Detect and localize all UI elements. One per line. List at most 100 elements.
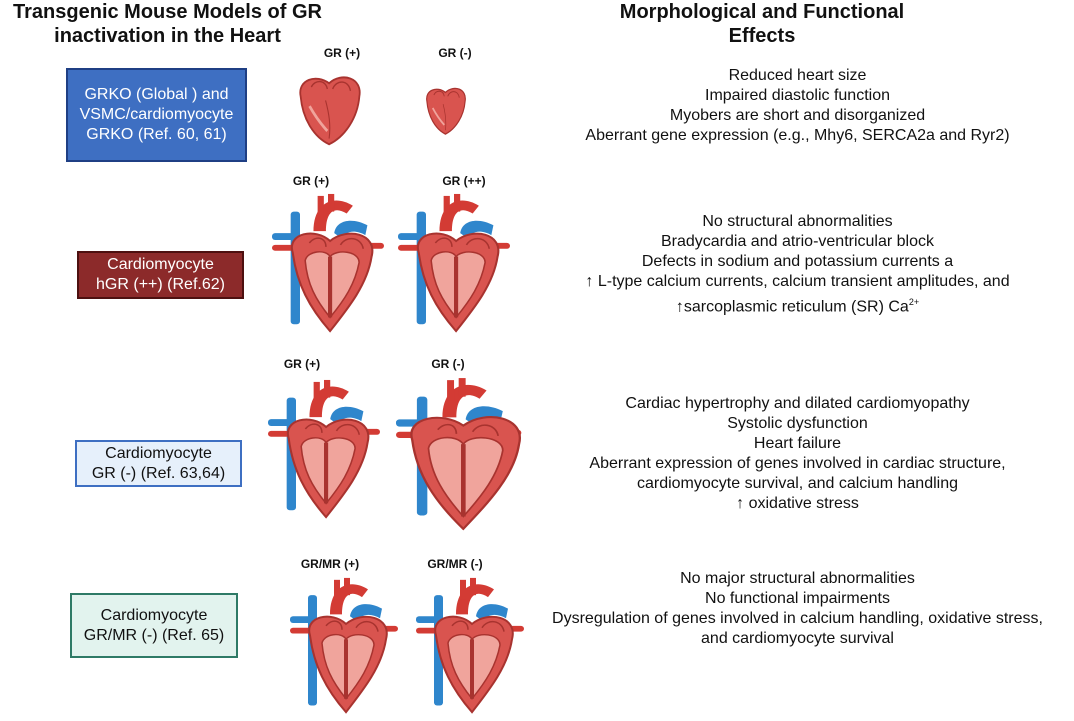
- highlight: [431, 107, 445, 126]
- effect-line: No major structural abnormalities: [680, 570, 915, 587]
- label-control-row3: GR (+): [283, 357, 321, 371]
- atrium-outline: [481, 621, 505, 632]
- effect-line: No structural abnormalities: [702, 213, 893, 230]
- effect-line: Defects in sodium and potassium currents…: [641, 253, 954, 270]
- artery-branch: [470, 577, 476, 596]
- heart-svg: [290, 577, 398, 714]
- atrium-outline: [335, 423, 361, 435]
- ventricle-chamber: [300, 437, 356, 505]
- pulmonary-vein: [416, 616, 442, 623]
- heart-svg: [426, 87, 466, 135]
- groove-line: [325, 100, 331, 139]
- effect-line: Systolic dysfunction: [727, 415, 868, 432]
- artery-branch: [460, 579, 466, 600]
- label-control-row4: GR/MR (+): [300, 557, 360, 571]
- heart-icon: [398, 192, 510, 335]
- artery-branch: [458, 378, 466, 397]
- model-line: Cardiomyocyte: [107, 256, 214, 273]
- artery-branch: [443, 195, 450, 216]
- right-title-line-1: Morphological and Functional: [619, 1, 905, 23]
- effect-line: Myobers are short and disorganized: [669, 107, 926, 124]
- heart-svg: [272, 193, 384, 333]
- model-line: VSMC/cardiomyocyte: [79, 106, 234, 123]
- effects-row1: Reduced heart size Impaired diastolic fu…: [520, 66, 1074, 146]
- artery-branch: [324, 379, 331, 398]
- effect-line: Reduced heart size: [728, 67, 867, 84]
- atrium-outline: [471, 424, 500, 437]
- superscript: 2+: [908, 297, 920, 307]
- model-box-gr-mr-null: Cardiomyocyte GR/MR (-) (Ref. 65): [70, 593, 238, 658]
- model-box-gr-null: Cardiomyocyte GR (-) (Ref. 63,64): [75, 440, 242, 487]
- artery-branch: [447, 380, 455, 401]
- label-control-row2: GR (+): [292, 174, 330, 188]
- model-line: hGR (++) (Ref.62): [96, 276, 225, 293]
- label-mutant-row4: GR/MR (-): [427, 557, 483, 571]
- model-box-grko: GRKO (Global ) and VSMC/cardiomyocyte GR…: [66, 68, 247, 162]
- heart-body: [426, 87, 466, 135]
- effects-row2: No structural abnormalities Bradycardia …: [520, 212, 1074, 317]
- atrium-outline: [325, 620, 343, 630]
- effect-line: Bradycardia and atrio-ventricular block: [660, 233, 934, 250]
- effect-line: Aberrant expression of genes involved in…: [589, 455, 1006, 472]
- pulmonary-vein: [290, 616, 316, 623]
- model-line: GRKO (Global ) and: [84, 86, 229, 103]
- label-mutant-row3: GR (-): [431, 357, 465, 371]
- label-mutant-row1: GR (-): [438, 46, 472, 60]
- atrium-outline: [310, 80, 328, 90]
- heart-svg: [268, 379, 380, 519]
- heart-body: [299, 76, 361, 146]
- ventricle-chamber: [304, 251, 360, 319]
- pulmonary-vein: [268, 419, 295, 426]
- heart-svg: [398, 193, 510, 333]
- heart-svg: [416, 577, 524, 714]
- right-title-line-2: Effects: [728, 25, 796, 47]
- atrium-outline: [447, 91, 460, 98]
- label-mutant-row2: GR (++): [442, 174, 486, 188]
- effect-text: ↑sarcoplasmic reticulum (SR) Ca: [675, 298, 909, 316]
- atrium-outline: [339, 237, 365, 249]
- pulmonary-vein: [272, 244, 297, 251]
- small-heart-icon: [420, 82, 472, 138]
- atrium-outline: [451, 620, 469, 630]
- atrium-outline: [355, 621, 379, 632]
- pulmonary-vein: [398, 244, 423, 251]
- model-line: GRKO (Ref. 60, 61): [86, 126, 227, 143]
- pulmonary-vein: [398, 233, 425, 240]
- effect-line: and cardiomyocyte survival: [701, 630, 894, 647]
- small-heart-icon: [290, 68, 370, 150]
- model-line: Cardiomyocyte: [105, 444, 212, 462]
- model-line: Cardiomyocyte: [100, 606, 208, 624]
- effects-row3: Cardiac hypertrophy and dilated cardiomy…: [520, 394, 1074, 514]
- effect-line: Dysregulation of genes involved in calci…: [552, 610, 1043, 627]
- highlight: [308, 105, 329, 132]
- pulmonary-vein: [416, 627, 440, 634]
- left-title-line-1: Transgenic Mouse Models of GR: [13, 1, 322, 23]
- heart-icon: [416, 576, 524, 716]
- dilated-heart-icon: [396, 376, 526, 533]
- artery-branch: [344, 577, 350, 596]
- effect-line: ↑ L-type calcium currents, calcium trans…: [585, 273, 1010, 290]
- artery-branch: [317, 195, 324, 216]
- atrium-outline: [433, 90, 445, 97]
- effect-line: Cardiac hypertrophy and dilated cardiomy…: [625, 395, 970, 412]
- left-title-line-2: inactivation in the Heart: [54, 25, 281, 47]
- effect-line: ↑sarcoplasmic reticulum (SR) Ca2+: [520, 292, 1074, 317]
- artery-branch: [328, 193, 335, 212]
- effect-line: Heart failure: [753, 435, 842, 452]
- atrium-outline: [434, 237, 453, 247]
- atrium-outline: [332, 81, 352, 92]
- effects-row4: No major structural abnormalities No fun…: [520, 569, 1074, 649]
- right-title: Morphological and Functional Effects: [572, 0, 952, 48]
- atrium-outline: [437, 423, 458, 434]
- effect-line: No functional impairments: [705, 590, 890, 607]
- pulmonary-vein: [290, 627, 314, 634]
- pulmonary-vein: [268, 430, 293, 437]
- model-box-hgr: Cardiomyocyte hGR (++) (Ref.62): [77, 251, 244, 299]
- effect-line: cardiomyocyte survival, and calcium hand…: [636, 475, 959, 492]
- pulmonary-vein: [272, 233, 299, 240]
- model-line: GR/MR (-) (Ref. 65): [83, 626, 225, 644]
- label-control-row1: GR (+): [323, 46, 361, 60]
- model-line: GR (-) (Ref. 63,64): [91, 464, 226, 482]
- ventricle-chamber: [430, 251, 486, 319]
- left-title: Transgenic Mouse Models of GR inactivati…: [0, 0, 335, 48]
